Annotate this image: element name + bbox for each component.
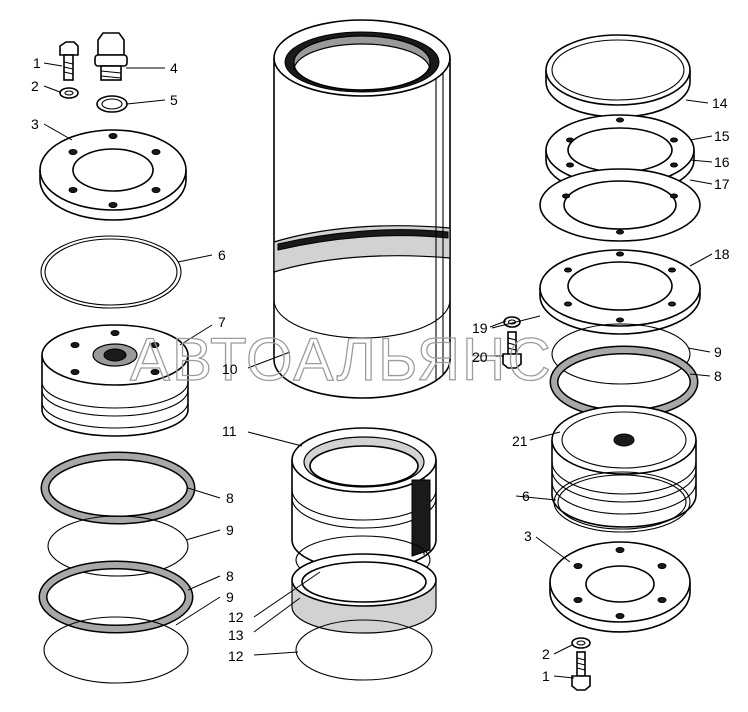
bolt-part-20-center [502,316,522,369]
callout-10: 10 [222,361,238,377]
callout-4: 4 [170,60,178,76]
callout-1-top: 1 [33,55,41,71]
guide-ring-part-8-left-upper [40,451,196,525]
o-ring-part-9-left-lower [43,616,189,684]
piston-part-7 [41,324,189,437]
watermark-text: АВТОАЛЬЯНС [130,326,553,393]
callout-3-bottom: 3 [524,528,532,544]
flange-part-18 [539,249,701,335]
snap-ring-part-6-left [40,235,182,309]
callout-20: 20 [472,349,488,365]
callout-12-lower: 12 [228,648,244,664]
callout-1-bottom: 1 [542,668,550,684]
washer-part-2-top [59,87,79,99]
callout-3-top: 3 [31,116,39,132]
flange-part-3-bottom [549,541,691,633]
scraper-ring-part-13 [291,553,437,634]
cylinder-part-11 [291,427,437,571]
callout-13: 13 [228,627,244,643]
callout-9-right: 9 [714,344,722,360]
o-ring-part-9-right [551,323,691,385]
cylinder-sleeve-part-10 [273,19,451,399]
fitting-part-4 [94,32,128,81]
callout-14: 14 [712,95,728,111]
callout-6-right: 6 [522,488,530,504]
guide-ring-part-8-right [549,345,699,419]
callout-7: 7 [218,314,226,330]
callout-9-left-lower: 9 [226,589,234,605]
callout-11: 11 [222,423,237,439]
callout-6-left: 6 [218,247,226,263]
callout-5: 5 [170,92,178,108]
callout-19: 19 [472,320,488,336]
callout-8-left-upper: 8 [226,490,234,506]
bolt-part-1-bottom [571,651,591,691]
plate-part-16-17 [539,168,701,242]
washer-part-2-bottom [571,637,591,649]
callout-9-left-upper: 9 [226,522,234,538]
seal-ring-part-5 [96,95,128,113]
callout-15: 15 [714,128,730,144]
bolt-part-1-top [59,41,79,81]
o-ring-part-9-left-upper [47,515,189,577]
callout-8-left-lower: 8 [226,568,234,584]
piston-part-21 [551,405,697,528]
callout-8-right: 8 [714,368,722,384]
callout-labels: 1 2 3 4 5 6 7 8 9 8 9 10 11 12 13 12 14 … [31,55,730,684]
ring-part-14 [545,34,691,118]
guide-ring-part-8-left-lower [38,560,194,634]
callout-16: 16 [714,154,730,170]
callout-17: 17 [714,176,730,192]
leader-lines [43,62,713,679]
callout-12-upper: 12 [228,609,244,625]
o-ring-part-12-lower [295,619,433,681]
callout-2-top: 2 [31,78,39,94]
callout-2-bottom: 2 [542,646,550,662]
flange-part-3-top [39,129,187,221]
callout-21: 21 [512,433,528,449]
callout-18: 18 [714,246,730,262]
snap-ring-part-6-right [553,471,691,533]
